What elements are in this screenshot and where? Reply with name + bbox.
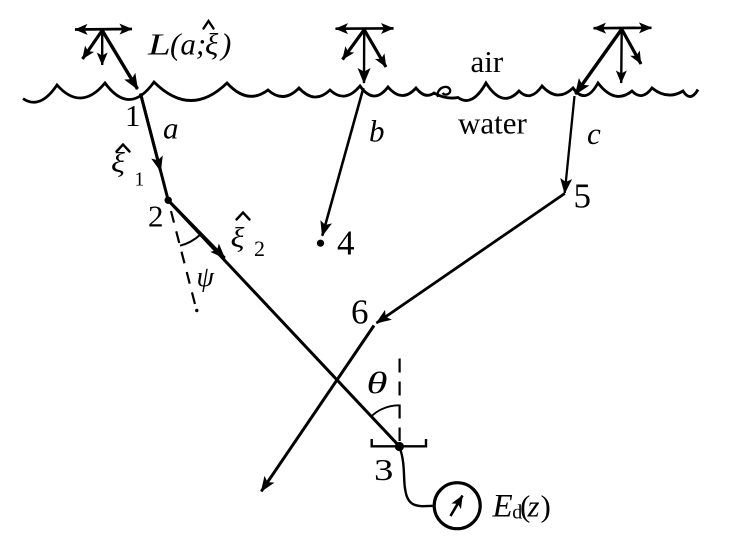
svg-text:c: c (587, 116, 601, 151)
svg-text:d: d (512, 502, 522, 524)
svg-text:a: a (163, 110, 179, 145)
svg-text:6: 6 (351, 293, 369, 332)
svg-text:ψ: ψ (197, 262, 215, 293)
svg-text:E: E (492, 489, 513, 525)
svg-text:L: L (147, 27, 171, 61)
svg-text:air: air (471, 44, 504, 79)
svg-text:5: 5 (574, 177, 592, 216)
svg-text:(: ( (520, 489, 530, 524)
svg-text:): ) (541, 489, 551, 524)
svg-text:ξ: ξ (205, 27, 219, 62)
svg-text:z: z (527, 489, 540, 524)
svg-text:3: 3 (374, 453, 393, 487)
svg-text:water: water (458, 105, 528, 140)
svg-text:b: b (369, 114, 385, 149)
svg-text:2: 2 (148, 199, 164, 234)
svg-text:): ) (219, 27, 231, 62)
svg-text:(a;: (a; (170, 27, 206, 62)
svg-text:θ: θ (367, 366, 388, 400)
svg-text:4: 4 (337, 224, 355, 263)
svg-text:1: 1 (135, 170, 145, 191)
svg-text:1: 1 (125, 98, 141, 133)
svg-text:ξ: ξ (111, 147, 126, 179)
svg-text:ξ: ξ (231, 222, 246, 254)
svg-text:2: 2 (254, 236, 265, 261)
